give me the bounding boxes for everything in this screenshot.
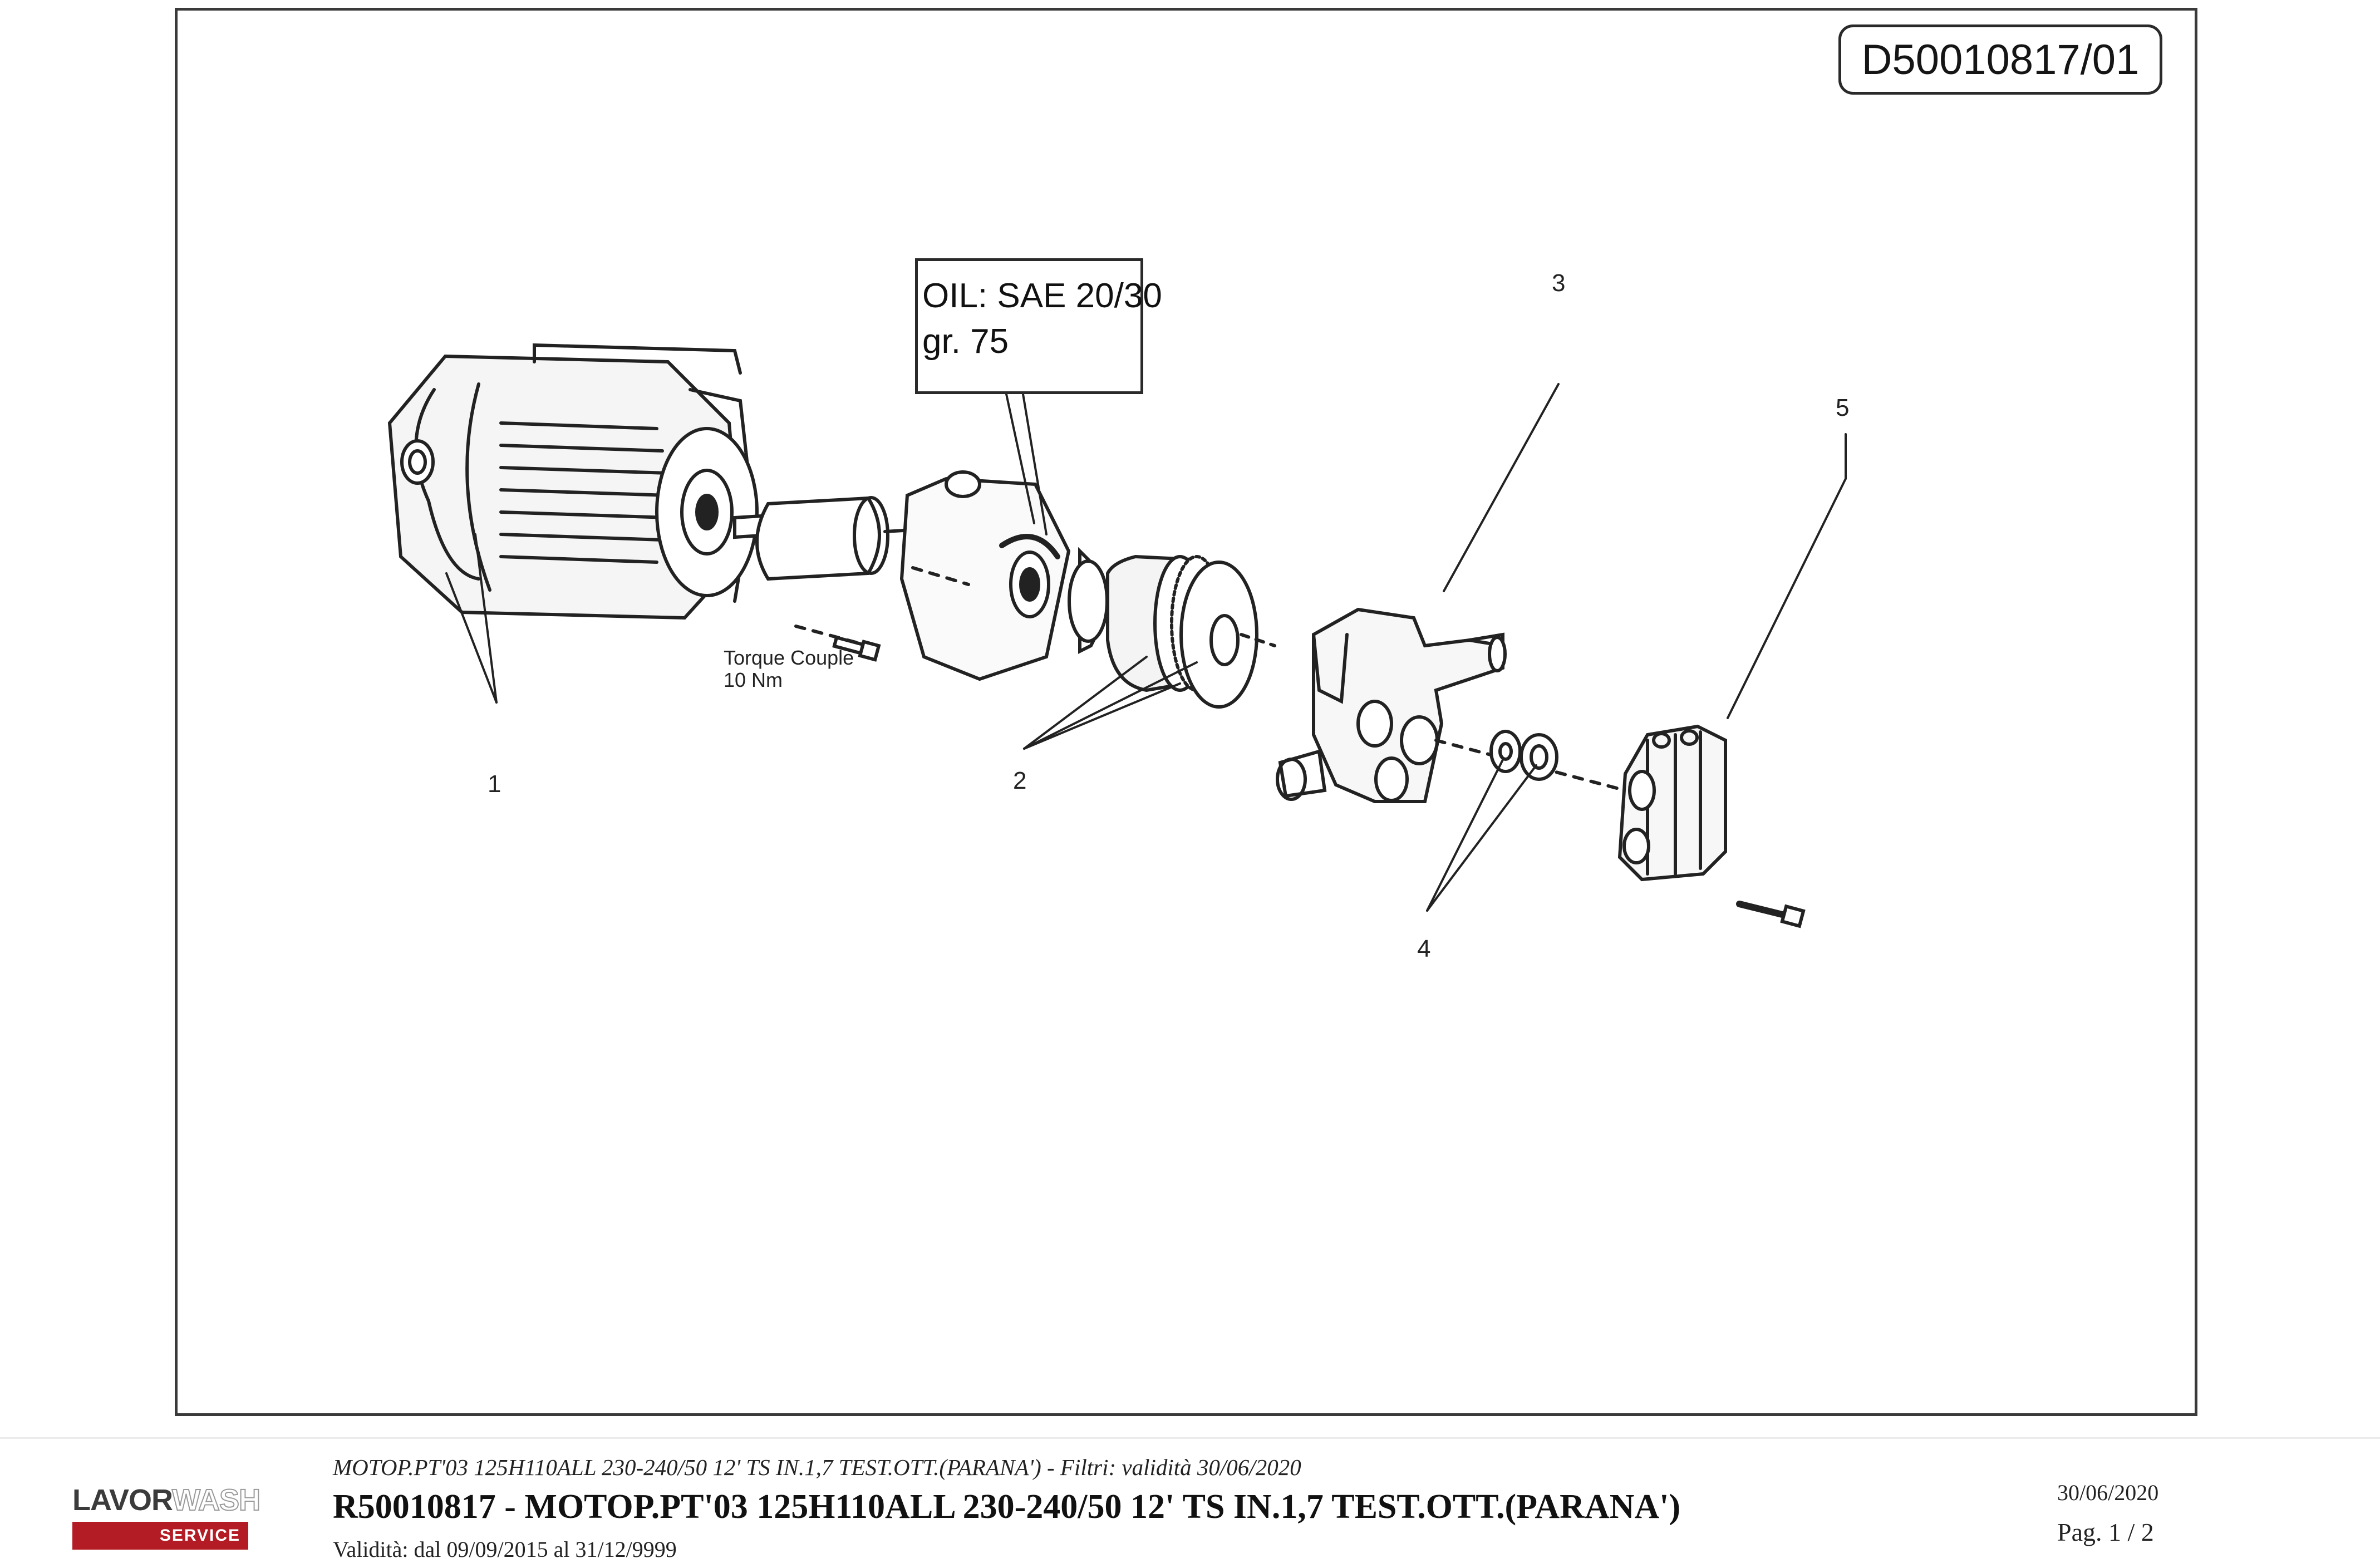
torque-line1: Torque Couple [724,646,854,669]
footer-title: R50010817 - MOTOP.PT'03 125H110ALL 230-2… [333,1488,1681,1526]
lavorwash-logo: LAVORWASH SERVICE [72,1483,261,1554]
footer-page-number: Pag. 1 / 2 [2057,1518,2154,1546]
torque-note: Torque Couple 10 Nm [724,647,854,691]
seals-part-4 [1434,730,1627,792]
callout-1: 1 [488,770,501,798]
oil-spec-box: OIL: SAE 20/30 gr. 75 [915,258,1162,394]
callout-5: 5 [1836,394,1850,421]
rotor-shaft [733,496,914,581]
drawing-frame [175,8,2197,1416]
footer-date: 30/06/2020 [2057,1480,2159,1505]
pump-head-part-3 [1276,607,1507,803]
torque-line2: 10 Nm [724,669,783,691]
footer-separator [0,1437,2380,1439]
callout-2: 2 [1013,767,1027,794]
callout-4: 4 [1417,935,1431,962]
logo-word-wash: WASH [171,1483,261,1517]
document-id: D50010817/01 [1838,24,2162,95]
bolt-torque [794,566,970,662]
footer-subtitle: MOTOP.PT'03 125H110ALL 230-240/50 12' TS… [333,1454,1301,1480]
oil-spec-line2: gr. 75 [922,322,1009,361]
valve-block-part-5 [1617,724,1727,882]
callout-3: 3 [1552,269,1566,297]
oil-spec-line1: OIL: SAE 20/30 [922,277,1162,315]
long-bolt [1736,901,1806,928]
pump-flange [899,470,1109,681]
footer-validity: Validità: dal 09/09/2015 al 31/12/9999 [333,1537,677,1562]
motor-part-1 [387,343,759,620]
swashplate-part-2 [1106,554,1276,709]
leader-lines [445,383,1847,912]
logo-word-lavor: LAVOR [72,1483,173,1517]
logo-service-bar: SERVICE [72,1522,248,1550]
